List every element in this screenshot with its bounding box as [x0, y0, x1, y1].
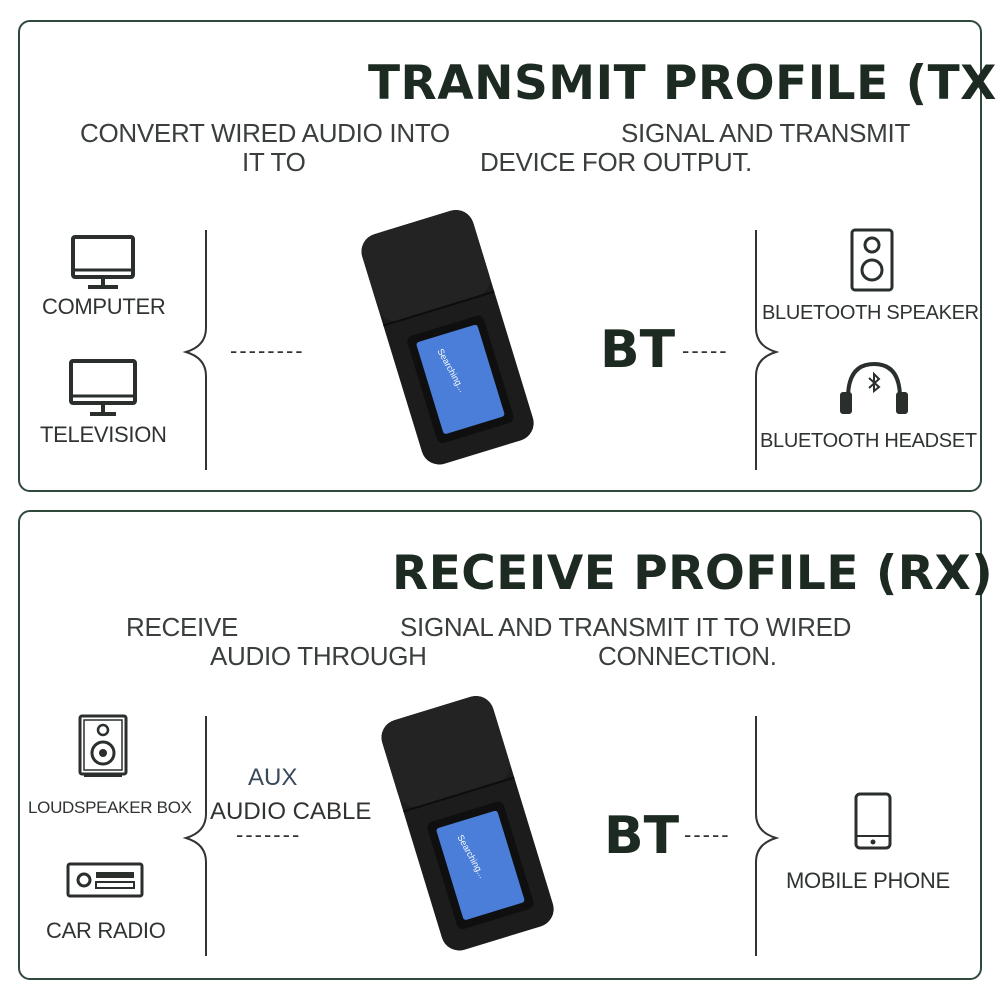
audio-cable-label: AUDIO CABLE [210, 798, 372, 825]
rx-desc-line1-b: SIGNAL AND TRANSMIT IT TO WIRED [400, 612, 852, 642]
right-bracket [755, 716, 780, 956]
tx-desc-line2-b: DEVICE FOR OUTPUT. [480, 147, 752, 177]
target-label-bluetooth-headset: BLUETOOTH HEADSET [760, 430, 977, 452]
aux-label: AUX [248, 764, 298, 791]
source-label-loudspeaker-box: LOUDSPEAKER BOX [28, 798, 192, 817]
speaker-icon [850, 228, 894, 292]
car-radio-icon [66, 862, 144, 898]
source-label-computer: COMPUTER [42, 294, 166, 319]
tx-bt-label: BT [600, 320, 676, 380]
source-label-car-radio: CAR RADIO [46, 918, 166, 943]
rx-dash-right: ----- [684, 822, 731, 847]
tx-dash-right: ----- [682, 338, 729, 363]
tx-dash-left: -------- [230, 338, 305, 363]
target-label-bluetooth-speaker: BLUETOOTH SPEAKER [762, 302, 979, 324]
mobile-phone-icon [854, 792, 892, 850]
rx-desc-line2-a: AUDIO THROUGH [210, 641, 427, 671]
right-bracket [755, 230, 780, 470]
rx-desc-line2-b: CONNECTION. [598, 641, 777, 671]
target-label-mobile-phone: MOBILE PHONE [786, 868, 950, 893]
left-bracket [182, 230, 207, 470]
tx-desc-line1-b: SIGNAL AND TRANSMIT [621, 118, 911, 148]
source-label-television: TELEVISION [40, 422, 167, 447]
receive-profile-panel: RECEIVE PROFILE (RX) RECEIVE SIGNAL AND … [18, 510, 993, 980]
tx-desc-line2-a: IT TO [242, 147, 306, 177]
left-bracket [182, 716, 207, 956]
tv-icon [69, 359, 137, 416]
bluetooth-adapter-device: Searching... [381, 696, 554, 951]
rx-desc-line1-a: RECEIVE [126, 612, 239, 642]
loudspeaker-box-icon [78, 714, 128, 777]
monitor-icon [71, 235, 135, 289]
transmit-profile-panel: TRANSMIT PROFILE (TX) CONVERT WIRED AUDI… [18, 20, 1000, 492]
rx-title: RECEIVE PROFILE (RX) [392, 546, 994, 601]
rx-dash-left: ------- [236, 822, 302, 847]
bluetooth-adapter-device: Searching... [361, 210, 534, 465]
tx-desc-line1-a: CONVERT WIRED AUDIO INTO [80, 118, 450, 148]
tx-title: TRANSMIT PROFILE (TX) [368, 56, 1000, 111]
rx-bt-label: BT [604, 806, 680, 866]
headset-icon [840, 361, 908, 414]
